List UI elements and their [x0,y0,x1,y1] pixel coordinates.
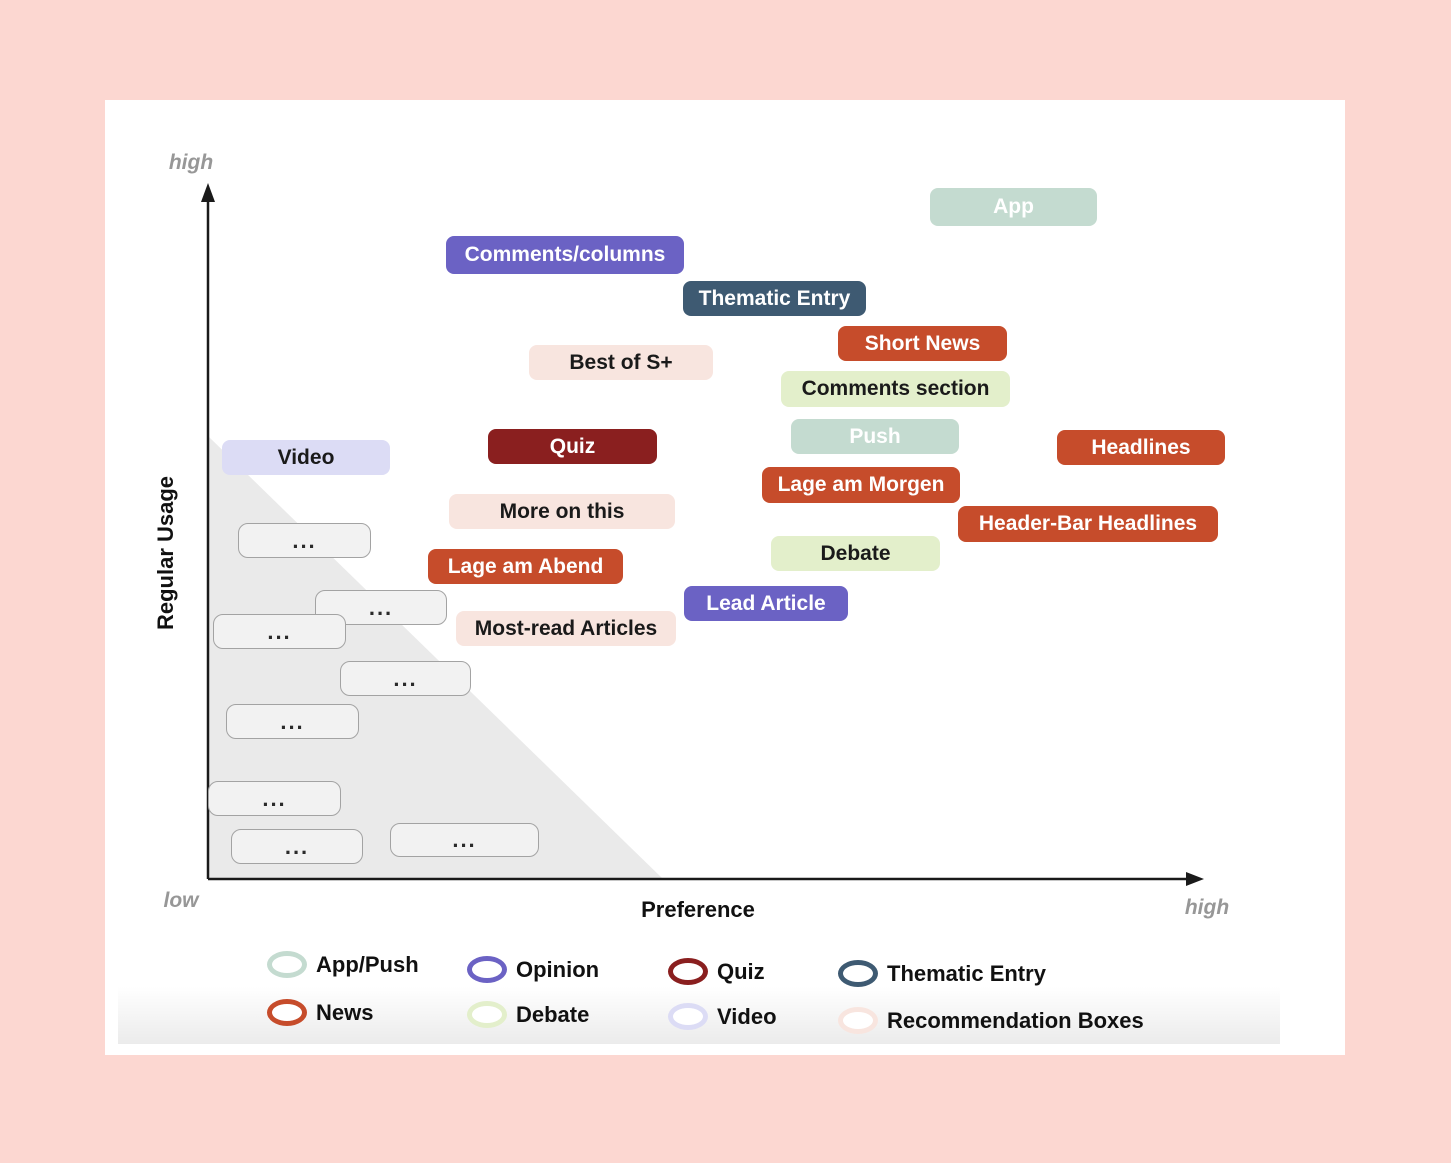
legend-label: Opinion [516,956,600,982]
chart-box-thematic-entry: Thematic Entry [683,281,866,316]
legend-oval-icon [838,1007,878,1034]
y-axis-arrowhead [201,183,215,202]
chart-box-lage-am-abend: Lage am Abend [428,549,623,584]
x-axis-high-label: high [1184,896,1230,919]
chart-box-most-read-articles: Most-read Articles [456,611,676,646]
chart-box-comments-section: Comments section [781,371,1010,407]
x-axis-title: Preference [641,897,755,922]
legend-label: Thematic Entry [887,960,1046,986]
legend-oval-icon [668,1003,708,1030]
legend-label: Video [717,1003,777,1029]
chart-box-short-news: Short News [838,326,1007,361]
legend-label: App/Push [316,951,419,977]
legend-label: News [316,999,374,1025]
chart-box-lage-am-morgen: Lage am Morgen [762,467,960,503]
chart-box-video: Video [222,440,390,475]
legend-item-thematic-entry: Thematic Entry [838,960,1046,987]
legend-label: Debate [516,1001,590,1027]
placeholder-box: ... [238,523,371,558]
legend-oval-icon [838,960,878,987]
chart-box-app: App [930,188,1097,226]
chart-box-best-of-s-: Best of S+ [529,345,713,380]
chart-box-lead-article: Lead Article [684,586,848,621]
chart-box-header-bar-headlines: Header-Bar Headlines [958,506,1218,542]
y-axis-title: Regular Usage [153,475,178,631]
legend-item-video: Video [668,1003,777,1030]
chart-box-more-on-this: More on this [449,494,675,529]
origin-low-label: low [163,889,199,912]
chart-box-quiz: Quiz [488,429,657,464]
legend-oval-icon [467,956,507,983]
legend-oval-icon [467,1001,507,1028]
legend-item-app-push: App/Push [267,951,419,978]
placeholder-box: ... [390,823,539,857]
legend-oval-icon [267,999,307,1026]
placeholder-box: ... [208,781,341,816]
legend-oval-icon [668,958,708,985]
chart-box-comments-columns: Comments/columns [446,236,684,274]
legend-item-debate: Debate [467,1001,589,1028]
placeholder-box: ... [213,614,346,649]
chart-box-push: Push [791,419,959,454]
placeholder-box: ... [231,829,363,864]
y-axis-high-label: high [168,151,214,174]
chart-box-headlines: Headlines [1057,430,1225,465]
x-axis-arrowhead [1186,872,1204,886]
legend-label: Quiz [717,958,765,984]
chart-box-debate: Debate [771,536,940,571]
legend-item-news: News [267,999,373,1026]
legend-item-opinion: Opinion [467,956,599,983]
legend-label: Recommendation Boxes [887,1007,1144,1033]
placeholder-box: ... [340,661,471,696]
legend-item-recommendation-boxes: Recommendation Boxes [838,1007,1144,1034]
legend-item-quiz: Quiz [668,958,765,985]
placeholder-box: ... [226,704,359,739]
legend-oval-icon [267,951,307,978]
